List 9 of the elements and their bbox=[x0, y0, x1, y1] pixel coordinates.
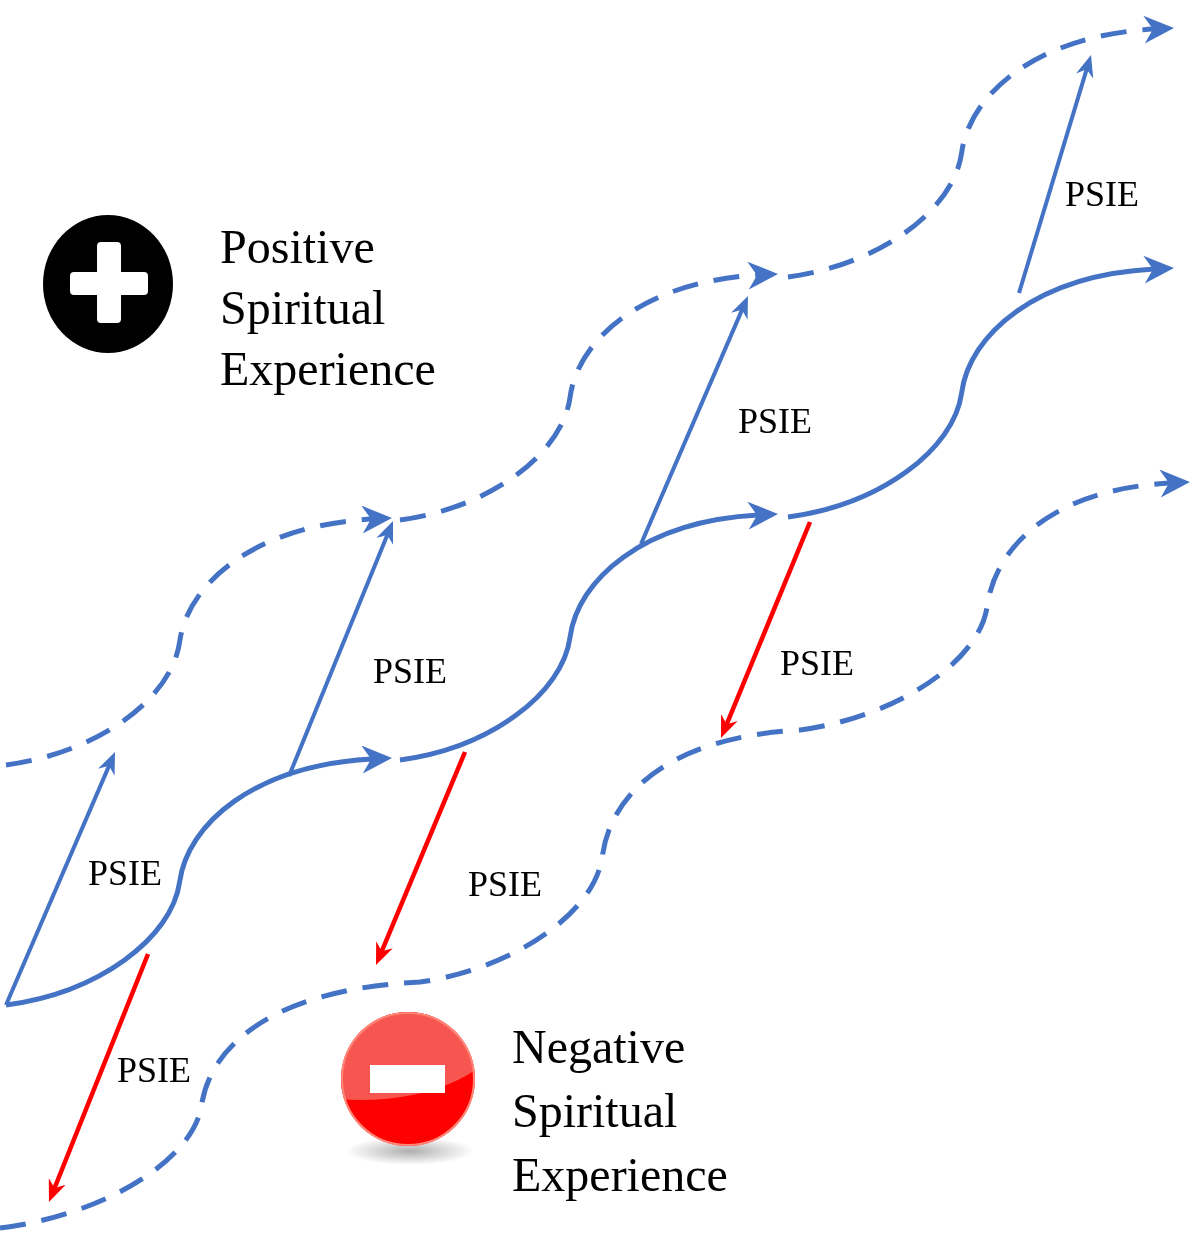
arrow-label: PSIE bbox=[88, 855, 162, 891]
arrow-label: PSIE bbox=[780, 645, 854, 681]
caption-text: Negative Spiritual Experience bbox=[512, 1019, 728, 1203]
arrow-label: PSIE bbox=[1065, 176, 1139, 212]
arrow-label: PSIE bbox=[373, 653, 447, 689]
caption-text: Positive Spiritual Experience bbox=[220, 219, 436, 397]
arrow-label: PSIE bbox=[117, 1052, 191, 1088]
arrow-label: PSIE bbox=[468, 866, 542, 902]
arrow-label: PSIE bbox=[738, 403, 812, 439]
